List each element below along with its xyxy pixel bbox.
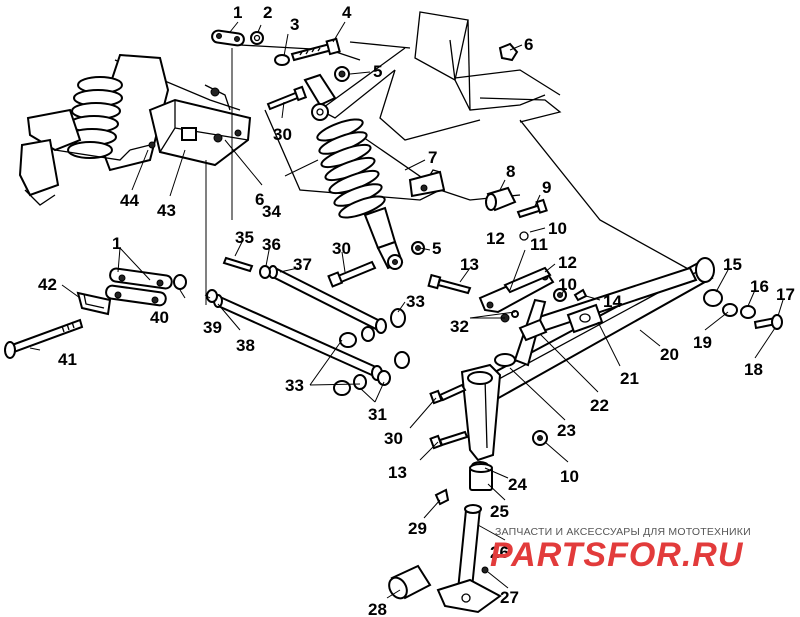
- part-label-30a: 30: [273, 125, 292, 144]
- part-label-31: 31: [368, 405, 387, 424]
- part-label-40: 40: [150, 308, 169, 327]
- tie-rods: [213, 265, 387, 381]
- part-label-10c: 10: [560, 467, 579, 486]
- part-label-30b: 30: [384, 429, 403, 448]
- part-label-30c: 30: [332, 239, 351, 258]
- part-label-12a: 12: [486, 229, 505, 248]
- part-label-14: 14: [603, 292, 622, 311]
- lower-left-hardware: [4, 241, 425, 359]
- part-label-5b: 5: [432, 239, 441, 258]
- part-label-4: 4: [342, 3, 352, 22]
- plate-21: [566, 303, 604, 334]
- watermark-subtitle: ЗАПЧАСТИ И АКСЕССУАРЫ ДЛЯ МОТОТЕХНИКИ: [495, 526, 751, 538]
- part-label-13a: 13: [460, 255, 479, 274]
- bolt-top: [290, 37, 341, 62]
- watermark-logo: PARTSFOR.RU: [490, 536, 744, 574]
- upper-mount-hardware: [266, 85, 548, 241]
- part-label-33b: 33: [285, 376, 304, 395]
- nut-5b: [411, 241, 425, 255]
- part-label-24: 24: [508, 475, 527, 494]
- part-number-labels: 1 2 3 4 5 6 30 7 8 9 10 11 12 12 13 10 1…: [38, 3, 795, 617]
- part-label-19: 19: [693, 333, 712, 352]
- part-label-10a: 10: [548, 219, 567, 238]
- part-label-9: 9: [542, 178, 551, 197]
- top-hardware: [211, 29, 519, 82]
- part-label-42: 42: [38, 275, 57, 294]
- bracket-42: [76, 291, 112, 316]
- pin-28: [388, 564, 432, 600]
- bushing-8: [485, 186, 517, 212]
- shock-coil-spring: [316, 118, 386, 219]
- nut-5a: [334, 66, 350, 82]
- bolt-9: [516, 198, 548, 219]
- link-plates-1b: [105, 267, 173, 307]
- leader-lines: [29, 21, 784, 599]
- part-label-12b: 12: [558, 253, 577, 272]
- part-label-32: 32: [450, 317, 469, 336]
- part-label-1b: 1: [112, 234, 121, 253]
- stud-7: [408, 169, 446, 198]
- part-label-13b: 13: [388, 463, 407, 482]
- bolt-30c: [327, 260, 377, 288]
- bushing-25: [469, 463, 493, 491]
- part-label-33a: 33: [406, 292, 425, 311]
- part-label-11: 11: [530, 235, 548, 254]
- right-end-hardware: [703, 289, 783, 330]
- link-plate-top: [211, 29, 245, 47]
- part-label-44: 44: [120, 191, 139, 210]
- part-label-18: 18: [744, 360, 763, 379]
- part-label-17: 17: [776, 285, 795, 304]
- shock-mount-bracket: [129, 84, 252, 167]
- bolt-35: [222, 256, 254, 273]
- shock-absorber: [303, 73, 404, 270]
- part-label-15: 15: [723, 255, 742, 274]
- bolt-13a: [427, 273, 472, 295]
- part-label-8: 8: [506, 162, 515, 181]
- part-label-23: 23: [557, 421, 576, 440]
- part-label-39: 39: [203, 318, 222, 337]
- part-label-26: 26: [490, 543, 509, 562]
- part-label-20: 20: [660, 345, 679, 364]
- part-label-29: 29: [408, 519, 427, 538]
- part-label-35: 35: [235, 228, 254, 247]
- part-label-22: 22: [590, 396, 609, 415]
- part-label-37: 37: [293, 255, 312, 274]
- part-label-41: 41: [58, 350, 77, 369]
- washer-top: [274, 54, 290, 66]
- part-label-5a: 5: [373, 62, 382, 81]
- part-label-1a: 1: [233, 3, 242, 22]
- nut-10c: [532, 430, 548, 446]
- long-bolt-41: [4, 318, 84, 359]
- part-label-2: 2: [263, 3, 272, 22]
- frame-outline: [114, 11, 691, 271]
- nut-6a: [498, 42, 519, 62]
- bushings: [333, 308, 410, 396]
- watermark: ЗАПЧАСТИ И АКСЕССУАРЫ ДЛЯ МОТОТЕХНИКИ PA…: [490, 526, 751, 574]
- part-label-27: 27: [500, 588, 519, 607]
- part-label-38: 38: [236, 336, 255, 355]
- kingpin-26: [436, 504, 502, 614]
- bolt-30b: [429, 383, 467, 405]
- part-label-7: 7: [428, 148, 437, 167]
- a-arm: [478, 257, 715, 402]
- nut-top: [250, 31, 264, 45]
- part-label-36: 36: [262, 235, 281, 254]
- left-spring-assembly: [18, 53, 170, 206]
- part-label-6b: 6: [255, 190, 264, 209]
- part-label-28: 28: [368, 600, 387, 617]
- part-label-43: 43: [157, 201, 176, 220]
- part-label-3: 3: [290, 15, 299, 34]
- bolt-13b: [429, 430, 469, 450]
- part-label-6a: 6: [524, 35, 533, 54]
- part-label-21: 21: [620, 369, 639, 388]
- part-label-25: 25: [490, 502, 509, 521]
- part-label-10b: 10: [558, 275, 577, 294]
- part-label-16: 16: [750, 277, 769, 296]
- part-label-34: 34: [262, 202, 281, 221]
- spindle-assembly: [388, 353, 548, 614]
